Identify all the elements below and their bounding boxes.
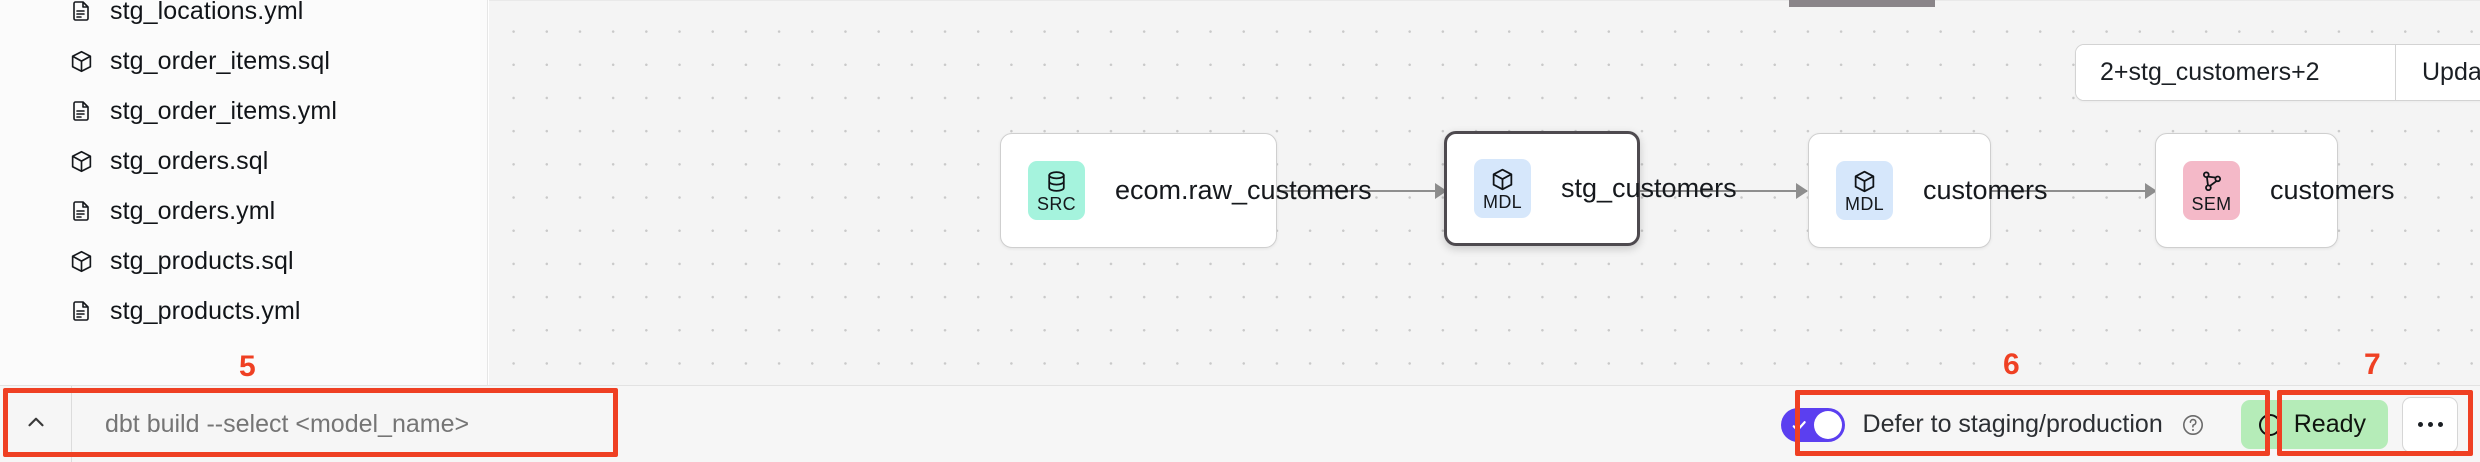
canvas-top-divider <box>489 0 2480 1</box>
command-bar-collapse-button[interactable] <box>0 386 72 462</box>
file-list-item-label: stg_orders.sql <box>110 146 269 175</box>
lineage-graph-canvas[interactable]: 2+stg_customers+2 Update Graph <box>489 0 2480 385</box>
graph-node-source[interactable]: SRC ecom.raw_customers <box>1000 133 1372 248</box>
cube-icon <box>1852 169 1877 194</box>
command-bar <box>0 386 489 462</box>
defer-label: Defer to staging/production <box>1862 410 2163 438</box>
graph-edge <box>1989 183 2157 199</box>
defer-control-group: Defer to staging/production <box>1767 397 2225 453</box>
file-list-item[interactable]: stg_order_items.sql <box>0 36 487 86</box>
status-bar-right: Defer to staging/production Ready <box>1767 386 2458 462</box>
run-status-group: Ready <box>2225 396 2458 453</box>
database-icon <box>1044 169 1069 194</box>
command-input[interactable] <box>72 386 489 462</box>
yaml-file-icon <box>68 98 94 124</box>
toggle-knob <box>1813 410 1842 439</box>
semantic-graph-icon <box>2199 169 2224 194</box>
node-type-badge: SEM <box>2183 161 2240 220</box>
cube-icon <box>1490 167 1515 192</box>
node-label: customers <box>1923 175 2048 205</box>
yaml-file-icon <box>68 198 94 224</box>
update-graph-button[interactable]: Update Graph <box>2396 45 2480 100</box>
file-list-item[interactable]: stg_order_items.yml <box>0 86 487 136</box>
yaml-file-icon <box>68 0 94 24</box>
file-list: stg_locations.yml stg_order_items.sql stg_… <box>0 0 487 336</box>
graph-selector-group: 2+stg_customers+2 Update Graph <box>2075 44 2480 101</box>
ellipsis-icon <box>2427 422 2433 427</box>
graph-node-semantic[interactable]: SEM customers <box>2155 133 2395 248</box>
file-list-item-label: stg_locations.yml <box>110 0 304 25</box>
file-list-item[interactable]: stg_products.sql <box>0 236 487 286</box>
file-list-item[interactable]: stg_locations.yml <box>0 0 487 36</box>
graph-selector-input[interactable]: 2+stg_customers+2 <box>2076 45 2396 100</box>
node-type-badge: MDL <box>1474 159 1531 218</box>
node-label: ecom.raw_customers <box>1115 175 1372 205</box>
status-badge-label: Ready <box>2293 410 2366 438</box>
file-list-item[interactable]: stg_orders.yml <box>0 186 487 236</box>
file-list-item[interactable]: stg_products.yml <box>0 286 487 336</box>
file-list-item[interactable]: stg_orders.sql <box>0 136 487 186</box>
more-options-button[interactable] <box>2402 396 2458 453</box>
question-circle-icon[interactable] <box>2181 413 2205 437</box>
file-list-item-label: stg_orders.yml <box>110 196 276 225</box>
ellipsis-icon <box>2437 422 2443 427</box>
status-ring-icon <box>2258 413 2281 436</box>
active-tab-scroll-indicator[interactable] <box>1789 0 1935 7</box>
graph-toolbar: 2+stg_customers+2 Update Graph <box>2075 44 2480 101</box>
sql-model-icon <box>68 48 94 74</box>
bottom-status-bar: Defer to staging/production Ready <box>0 385 2480 462</box>
graph-node-model-selected[interactable]: MDL stg_customers <box>1444 131 1737 246</box>
file-list-item-label: stg_order_items.yml <box>110 96 337 125</box>
check-icon <box>1790 417 1808 440</box>
node-type-badge-label: SEM <box>2191 193 2232 214</box>
chevron-up-icon <box>23 409 49 440</box>
file-list-item-label: stg_products.yml <box>110 296 301 325</box>
node-label: customers <box>2270 175 2395 205</box>
file-list-item-label: stg_order_items.sql <box>110 46 331 75</box>
node-type-badge: MDL <box>1836 161 1893 220</box>
status-badge[interactable]: Ready <box>2240 400 2388 449</box>
graph-edge <box>1639 183 1808 199</box>
file-list-item-label: stg_products.sql <box>110 246 294 275</box>
yaml-file-icon <box>68 298 94 324</box>
defer-toggle[interactable] <box>1780 407 1845 442</box>
node-label: stg_customers <box>1561 173 1737 203</box>
graph-node-model[interactable]: MDL customers <box>1808 133 2048 248</box>
node-type-badge-label: MDL <box>1483 191 1522 212</box>
node-type-badge-label: MDL <box>1845 193 1884 214</box>
node-type-badge-label: SRC <box>1037 193 1076 214</box>
file-explorer-sidebar: stg_locations.yml stg_order_items.sql stg_… <box>0 0 488 385</box>
node-type-badge: SRC <box>1028 161 1085 220</box>
sql-model-icon <box>68 148 94 174</box>
ellipsis-icon <box>2417 422 2423 427</box>
sql-model-icon <box>68 248 94 274</box>
